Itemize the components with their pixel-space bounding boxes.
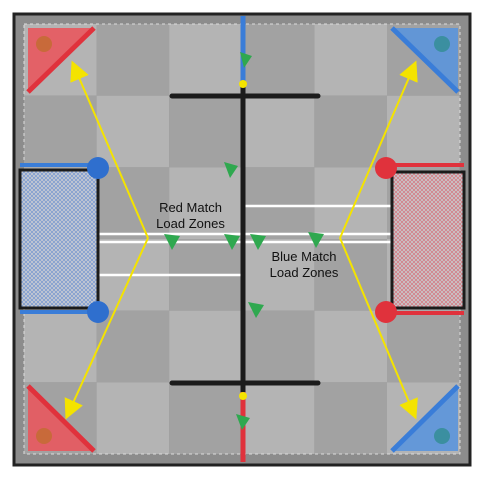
- field-tile: [241, 382, 315, 454]
- triball-icon: [224, 234, 240, 250]
- field-tile: [387, 310, 460, 383]
- blue-goal-post-icon: [87, 301, 109, 323]
- red-goal-post-icon: [375, 301, 397, 323]
- triball-icon: [308, 232, 324, 248]
- field-tile: [387, 95, 460, 168]
- triball-icon: [236, 414, 250, 430]
- triball-icon: [434, 36, 450, 52]
- field-tile: [314, 239, 387, 311]
- red-goal: [375, 157, 466, 323]
- field-tile: [169, 24, 242, 96]
- triball-icon: [36, 36, 52, 52]
- triballs: [164, 52, 324, 430]
- field-tile: [241, 95, 315, 168]
- red-goal-post-icon: [375, 157, 397, 179]
- field-tile: [169, 310, 242, 383]
- elevation-cap-icon: [239, 80, 247, 88]
- field-tile: [241, 24, 315, 96]
- field-tile: [96, 24, 170, 96]
- field-tile: [241, 167, 315, 239]
- blue-label-line2: Load Zones: [269, 265, 339, 280]
- field-tile: [314, 382, 387, 454]
- field-tile: [241, 310, 315, 383]
- blue-match-load-zone-top: [390, 26, 460, 94]
- red-label-line2: Load Zones: [156, 216, 225, 231]
- triball-icon: [36, 428, 52, 444]
- field-tile: [24, 95, 97, 168]
- red-match-load-zone-top: [26, 26, 96, 94]
- center-barrier: [169, 77, 321, 399]
- field-tile: [169, 95, 242, 168]
- red-label-line1: Red Match: [159, 200, 222, 215]
- arrow-icon: [64, 237, 149, 420]
- triball-icon: [240, 52, 252, 68]
- field-tile: [96, 382, 170, 454]
- field-tile: [96, 310, 170, 383]
- blue-match-load-zone-bottom: [390, 384, 460, 453]
- triball-icon: [248, 302, 264, 318]
- triball-icon: [164, 234, 180, 250]
- red-match-load-zones-label: Red Match Load Zones: [143, 200, 238, 232]
- field-tile: [314, 24, 387, 96]
- triball-icon: [250, 234, 266, 250]
- field-tile: [314, 167, 387, 239]
- arrows: [64, 60, 418, 420]
- field-tile: [169, 382, 242, 454]
- field-tile: [24, 310, 97, 383]
- field-tile: [169, 167, 242, 239]
- blue-match-load-zones-label: Blue Match Load Zones: [255, 249, 353, 281]
- arrow-icon: [339, 60, 418, 239]
- field-tile: [241, 239, 315, 311]
- red-match-load-zone-bottom: [26, 384, 96, 453]
- blue-goal-post-icon: [87, 157, 109, 179]
- triball-icon: [224, 162, 238, 178]
- blue-label-line1: Blue Match: [271, 249, 337, 264]
- elevation-cap-icon: [239, 392, 247, 400]
- triball-icon: [434, 428, 450, 444]
- arrow-icon: [70, 60, 149, 239]
- blue-goal: [18, 157, 109, 323]
- arrow-icon: [339, 237, 418, 420]
- field-tile: [96, 95, 170, 168]
